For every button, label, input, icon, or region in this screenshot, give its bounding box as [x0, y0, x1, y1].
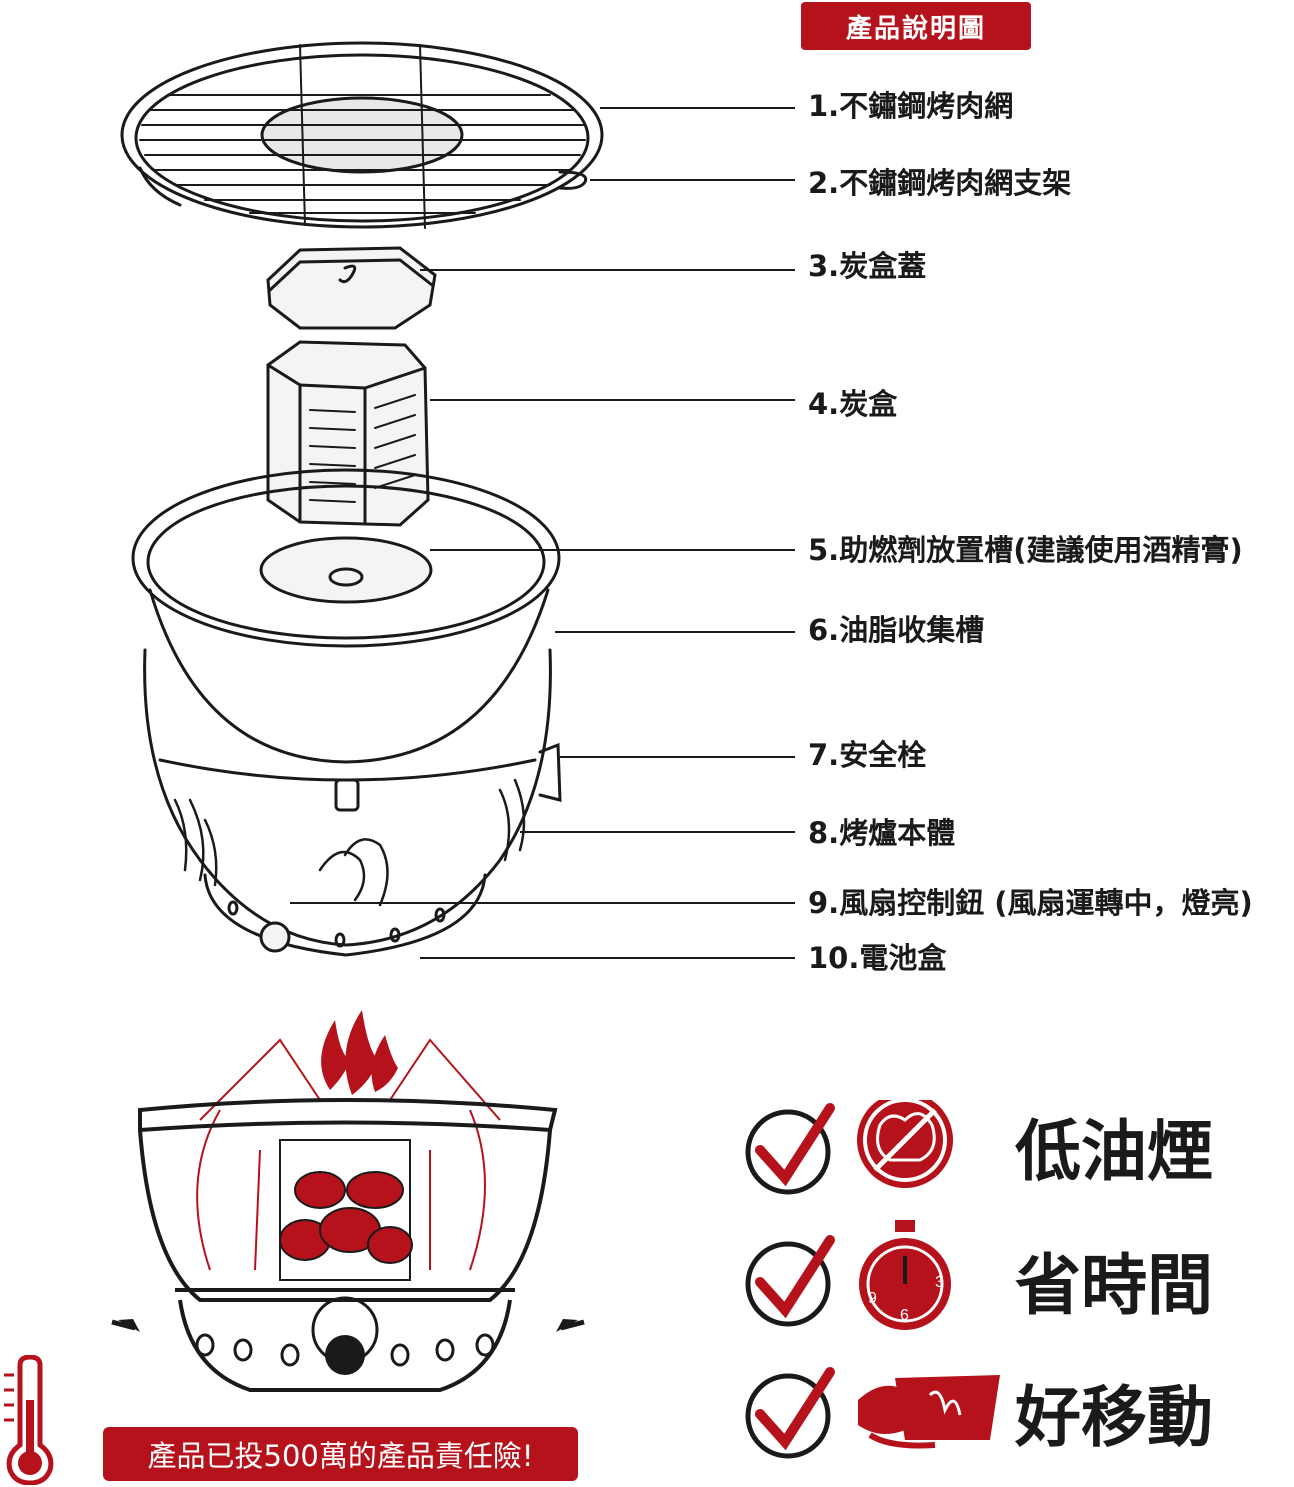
charcoal-pieces: [279, 1139, 413, 1281]
grease-bowl-part: [131, 468, 561, 764]
feature-label-time-saving: 省時間: [1015, 1247, 1213, 1324]
battery-base-part: [203, 873, 487, 957]
exploded-grill-drawing: [120, 41, 795, 959]
grill-body-part: [143, 648, 562, 947]
svg-text:9: 9: [868, 1290, 877, 1307]
check-icon: [745, 1235, 835, 1327]
grill-support-part: [138, 166, 588, 207]
feature-label-low-smoke: 低油煙: [1015, 1113, 1213, 1190]
fan-icon: [311, 1296, 379, 1375]
airflow-cross-section: [111, 1010, 585, 1392]
part-label-grease-tray: 6.油脂收集槽: [808, 613, 985, 647]
part-label-charcoal-lid: 3.炭盒蓋: [808, 249, 927, 283]
no-smoke-icon: [857, 1100, 953, 1188]
grill-net-part: [120, 41, 604, 229]
check-icon: [745, 1103, 835, 1195]
part-label-fan-knob: 9.風扇控制鈕 (風扇運轉中，燈亮): [808, 886, 1253, 920]
insurance-banner: 產品已投500萬的產品責任險!: [103, 1427, 578, 1481]
charcoal-box-part: [266, 340, 430, 527]
part-label-charcoal-box: 4.炭盒: [808, 387, 898, 421]
part-label-safety-pin: 7.安全栓: [808, 738, 927, 772]
part-label-grill-body: 8.烤爐本體: [808, 816, 956, 850]
svg-text:3: 3: [935, 1274, 944, 1291]
part-label-grill-net: 1.不鏽鋼烤肉網: [808, 89, 1014, 123]
charcoal-lid-part: [266, 246, 437, 330]
feature-icons: 3 6 9: [745, 1100, 1000, 1459]
portable-grill-icon: [858, 1375, 1000, 1449]
diagram-title: 產品說明圖: [801, 2, 1031, 50]
stopwatch-icon: 3 6 9: [859, 1220, 951, 1330]
svg-text:6: 6: [900, 1307, 909, 1324]
thermometer-icon: [4, 1355, 54, 1485]
feature-label-portable: 好移動: [1015, 1379, 1213, 1456]
part-label-battery-box: 10.電池盒: [808, 941, 947, 975]
check-icon: [745, 1367, 835, 1459]
part-label-fuel-slot: 5.助燃劑放置槽(建議使用酒精膏): [808, 533, 1243, 567]
flame-icon: [321, 1010, 398, 1095]
part-label-grill-support: 2.不鏽鋼烤肉網支架: [808, 166, 1072, 200]
